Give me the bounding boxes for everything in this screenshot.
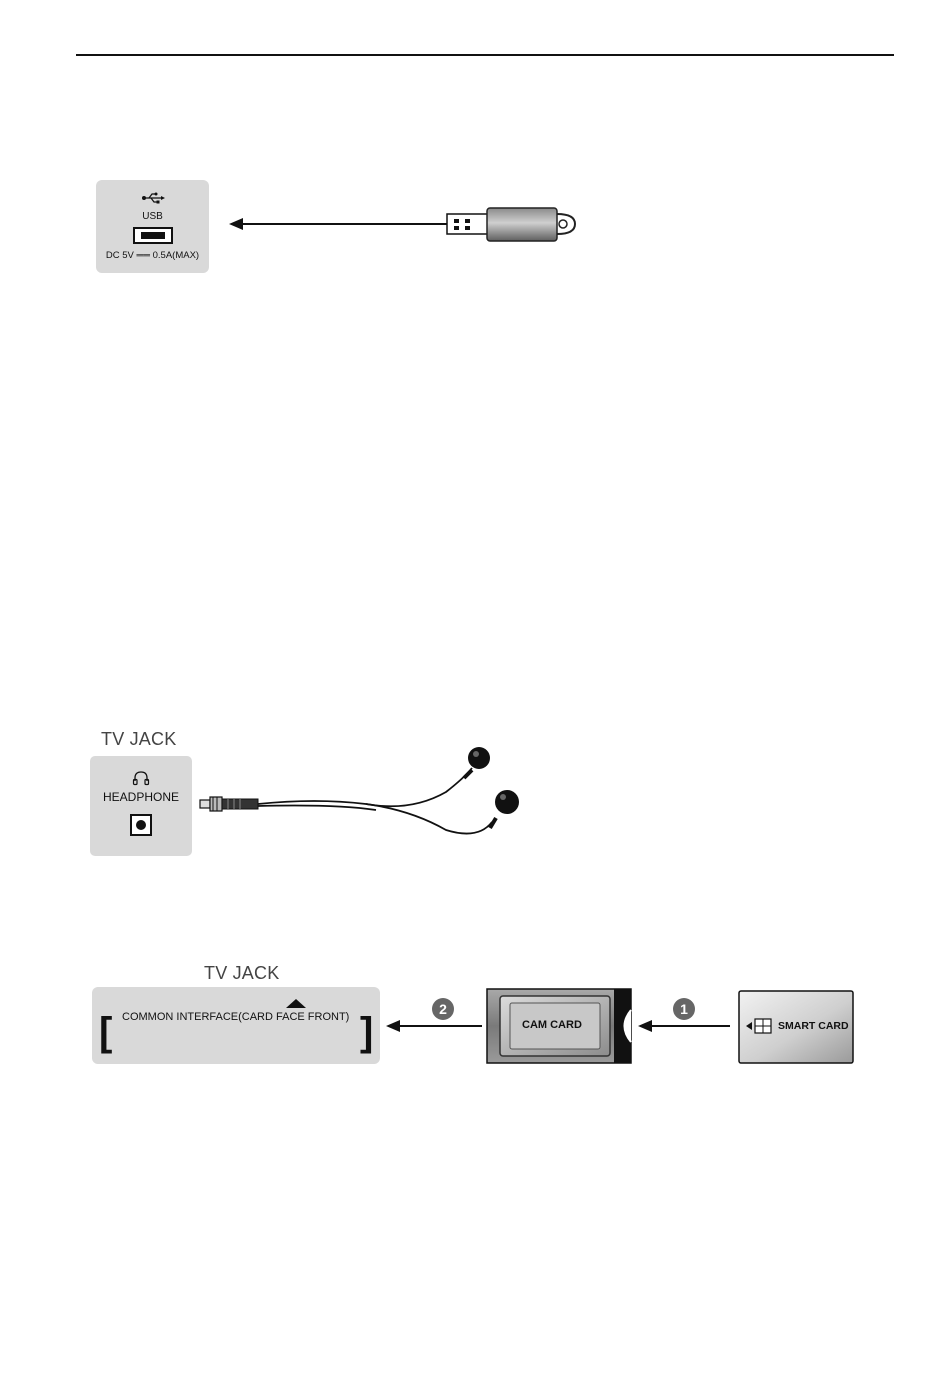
ci-section-title: TV JACK [204,963,279,984]
card-face-up-triangle-icon [286,999,306,1009]
insert-arrow-step-2 [384,1016,484,1036]
usb-power-rating: DC 5V ══ 0.5A(MAX) [96,250,209,261]
headphone-section-title: TV JACK [101,729,176,750]
usb-port-panel: USB DC 5V ══ 0.5A(MAX) [96,180,209,273]
headphone-jack-hole [136,820,146,830]
ci-slot-bracket-right: ] [360,1015,373,1049]
headphone-port-panel: HEADPHONE [90,756,192,856]
ci-slot-bracket-left: [ [99,1015,112,1049]
ci-slot-label: COMMON INTERFACE(CARD FACE FRONT) [122,1011,349,1023]
earphone-left [464,747,490,778]
headphone-label: HEADPHONE [90,790,192,804]
usb-icon [141,192,165,204]
headphone-icon [132,770,150,786]
earphone-right [490,790,519,828]
usb-port [133,227,173,244]
usb-label: USB [96,211,209,222]
usb-port-contacts [141,232,165,239]
step-2-badge: 2 [432,998,454,1020]
usb-flash-drive [447,208,575,241]
smart-card-label: SMART CARD [778,1020,849,1032]
step-1-badge: 1 [673,998,695,1020]
usb-arrow [229,218,447,230]
headphone-connection-diagram [196,740,526,850]
usb-connection-diagram [225,200,585,250]
header-rule [76,54,894,56]
smart-card: SMART CARD [738,990,854,1064]
cam-card-label: CAM CARD [522,1019,582,1031]
common-interface-slot-panel: [ COMMON INTERFACE(CARD FACE FRONT) ] [92,987,380,1064]
headphone-jack [130,814,152,836]
cam-card: CAM CARD [486,988,632,1064]
earphone-cable [258,768,492,834]
headphone-plug [200,797,258,811]
smart-card-chip-icon [746,1018,774,1034]
